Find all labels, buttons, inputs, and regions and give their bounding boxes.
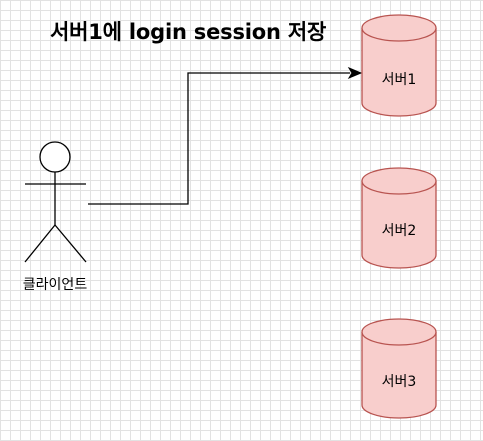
server1-label: 서버1 xyxy=(381,72,417,88)
actor-left-leg xyxy=(24,224,56,263)
server2-cylinder[interactable] xyxy=(361,167,437,269)
server3-label: 서버3 xyxy=(381,374,417,390)
connector-line xyxy=(88,72,350,205)
actor-label: 클라이언트 xyxy=(22,277,88,293)
server2-label: 서버2 xyxy=(381,223,417,239)
actor-head xyxy=(39,141,71,173)
server1-cylinder[interactable] xyxy=(361,14,437,117)
diagram-title: 서버1에 login session 저장 xyxy=(50,20,327,44)
stick-figure-icon[interactable] xyxy=(24,141,87,263)
server1-cylinder-top xyxy=(361,14,437,42)
server3-cylinder[interactable] xyxy=(361,318,437,419)
server2-cylinder-body xyxy=(361,181,437,269)
arrowhead-icon xyxy=(347,66,363,80)
server3-cylinder-top xyxy=(361,318,437,346)
actor-right-leg xyxy=(54,224,87,263)
server1-cylinder-body xyxy=(361,28,437,117)
server2-cylinder-top xyxy=(361,167,437,195)
connector-client-to-server1[interactable] xyxy=(88,66,363,205)
server3-cylinder-body xyxy=(361,332,437,419)
